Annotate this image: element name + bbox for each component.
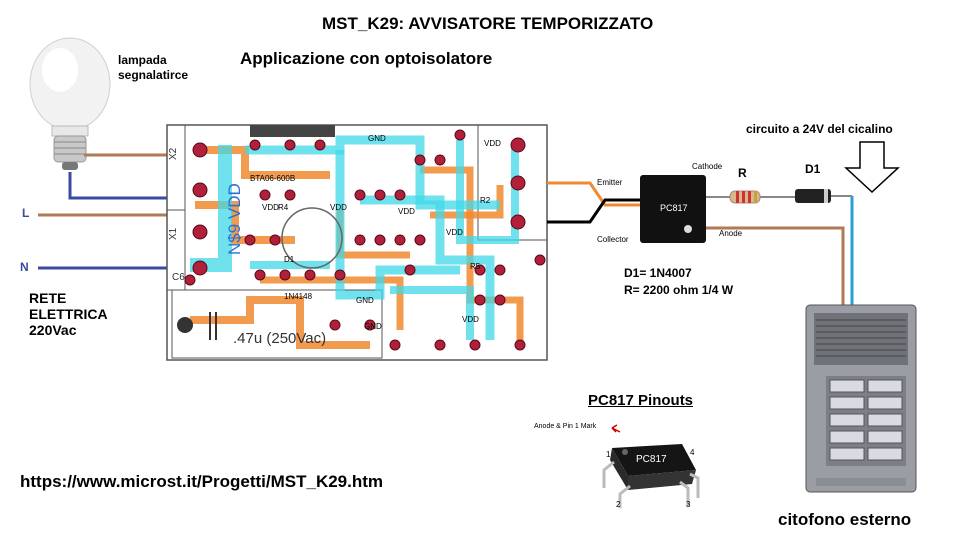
pcb-net-label: VDD [330,203,347,212]
resistor-r [706,190,795,204]
pcb-net-label: GND [356,296,374,305]
pcb-net-label: BTA06-600B [250,174,296,183]
pc817-pinout-chip [602,424,700,508]
resistor-label: R [738,166,747,180]
mains-L-label: L [22,206,30,220]
mains-description: RETE ELETTRICA 220Vac [29,290,108,338]
pinout-pin-2: 2 [616,500,621,509]
pcb-net-label: VDD [446,228,463,237]
pc817-chip [640,175,706,243]
pinout-chip-label: PC817 [636,454,667,465]
pinout-pin-1: 1 [606,450,611,459]
pcb-x1-label: X1 [168,227,179,240]
component-specs: D1= 1N4007 R= 2200 ohm 1/4 W [624,265,733,299]
pcb-net-label: D1 [284,255,295,264]
pcb-net-label: R5 [470,262,481,271]
project-url[interactable]: https://www.microst.it/Progetti/MST_K29.… [20,472,384,491]
pinout-pin-3: 3 [686,500,691,509]
mains-N-label: N [20,260,29,274]
pcb-board [166,124,548,361]
pcb-net-label: R2 [480,196,491,205]
pcb-net-label: VDD [462,315,479,324]
lamp-icon [29,37,111,170]
pcb-net-label: VDD [398,207,415,216]
pinout-pin-4: 4 [690,448,695,457]
pcb-cap-label: .47u (250Vac) [233,330,327,347]
intercom-label: citofono esterno [778,510,912,529]
circuit-24v-label: circuito a 24V del cicalino [746,122,893,136]
diode-d1 [795,189,852,203]
mains-line1: RETE [29,290,67,306]
pcb-net-label: VDD [262,203,279,212]
page-subtitle: Applicazione con optoisolatore [240,49,493,68]
pcb-x2-label: X2 [168,147,179,160]
collector-wire [547,198,640,224]
page-title: MST_K29: AVVISATORE TEMPORIZZATO [322,14,654,33]
pcb-net-label: 1N4148 [284,292,313,301]
pinouts-title: PC817 Pinouts [588,392,694,409]
mains-line2: ELETTRICA [29,306,108,322]
collector-label: Collector [597,235,629,244]
mains-line3: 220Vac [29,322,77,338]
lamp-wire-blue [68,172,185,200]
lamp-label: lampada segnalatirce [118,53,188,83]
pcb-net-label: GND [368,134,386,143]
pcb-net-label: VDD [484,139,501,148]
pc817-chip-label: PC817 [660,203,688,213]
anode-to-intercom-wire [706,226,845,305]
emitter-wire [547,181,640,207]
pinout-mark-label: Anode & Pin 1 Mark [534,423,597,430]
cathode-label: Cathode [692,162,723,171]
pin2-label: 2 [708,186,713,195]
intercom-panel-icon [805,304,917,493]
pcb-vdd-label: N$9 VDD [225,183,244,255]
diode-label: D1 [805,162,821,176]
pin1-label: 1 [708,218,713,227]
pcb-net-label: GND [364,322,382,331]
spec-r: R= 2200 ohm 1/4 W [624,283,734,297]
anode-label: Anode [719,229,743,238]
down-arrow-icon [844,141,900,194]
pcb-c6-label: C6 [172,272,185,283]
pcb-net-label: R4 [278,203,289,212]
spec-d1: D1= 1N4007 [624,266,692,280]
lamp-label-line2: segnalatirce [118,68,189,82]
lamp-label-line1: lampada [118,53,167,67]
emitter-label: Emitter [597,178,623,187]
